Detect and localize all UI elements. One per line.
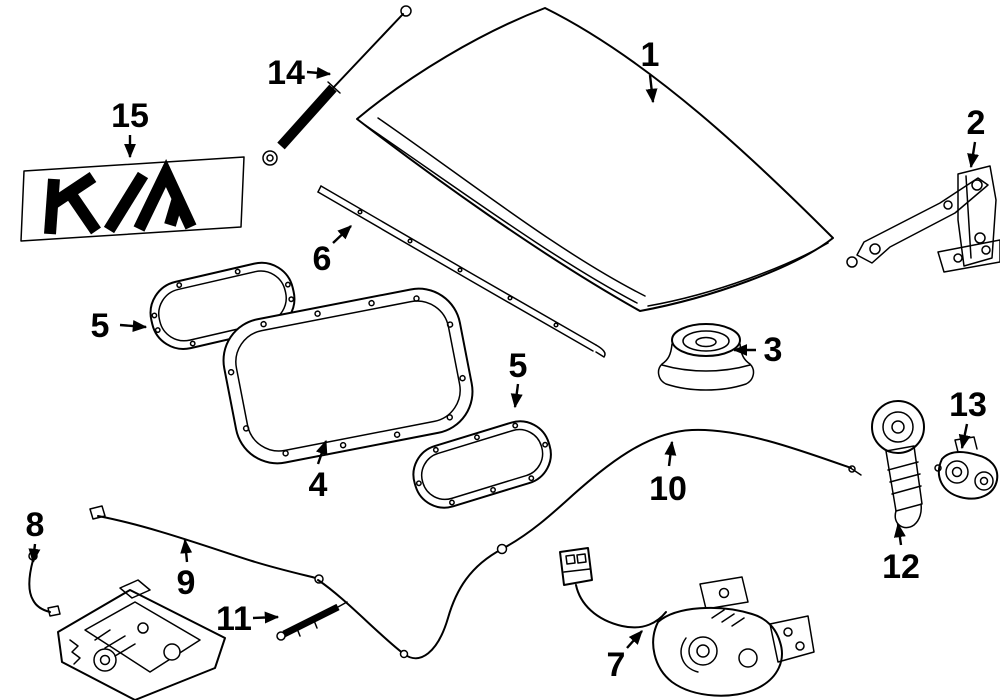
callout-10-label: 10 (649, 470, 687, 508)
callout-11[interactable]: 11 (216, 600, 280, 638)
callout-5-left-label: 5 (91, 307, 110, 345)
callout-13-label: 13 (949, 386, 987, 424)
striker-bracket (934, 436, 999, 500)
callout-2[interactable]: 2 (967, 104, 986, 169)
release-cable-rear (317, 428, 862, 660)
callout-8[interactable]: 8 (26, 506, 45, 564)
callout-10[interactable]: 10 (649, 440, 687, 508)
hood-latch-assembly (559, 547, 815, 697)
callout-8-label: 8 (26, 506, 45, 544)
callout-6[interactable]: 6 (313, 225, 352, 278)
kia-emblem (20, 156, 245, 242)
hood-bumper (657, 323, 755, 391)
callout-1[interactable]: 1 (641, 36, 660, 104)
insulator-pad-large (222, 287, 474, 465)
hood-panel (356, 7, 834, 312)
hood-lift-support (262, 5, 412, 166)
callout-15-label: 15 (111, 97, 149, 135)
callout-3[interactable]: 3 (732, 331, 783, 369)
hood-latch-actuator (57, 579, 226, 700)
callout-13[interactable]: 13 (949, 386, 987, 450)
callout-14-label: 14 (267, 54, 305, 92)
callout-6-label: 6 (313, 240, 332, 278)
callout-2-label: 2 (967, 104, 986, 142)
callout-9-label: 9 (177, 564, 196, 602)
release-cable-front (89, 505, 324, 584)
callout-5-left[interactable]: 5 (91, 307, 148, 345)
callout-7-label: 7 (607, 646, 626, 684)
hood-weatherstrip (317, 185, 606, 358)
callout-7[interactable]: 7 (607, 630, 643, 684)
callout-3-label: 3 (764, 331, 783, 369)
insulator-pad-small-right (412, 420, 552, 509)
callout-1-label: 1 (641, 36, 660, 74)
callout-5-right-label: 5 (509, 347, 528, 385)
callout-9[interactable]: 9 (177, 538, 196, 602)
callout-12-label: 12 (882, 548, 920, 586)
prop-pivot-bracket (871, 400, 925, 529)
hood-hinge (846, 165, 1000, 273)
callout-4-label: 4 (309, 466, 328, 504)
callout-4[interactable]: 4 (309, 439, 328, 504)
callout-14[interactable]: 14 (267, 54, 332, 92)
callout-5-right[interactable]: 5 (509, 347, 528, 409)
cable-adjuster-rod (276, 601, 348, 641)
callout-11-label: 11 (216, 600, 252, 638)
callout-15[interactable]: 15 (111, 97, 149, 159)
callout-12[interactable]: 12 (882, 522, 920, 586)
